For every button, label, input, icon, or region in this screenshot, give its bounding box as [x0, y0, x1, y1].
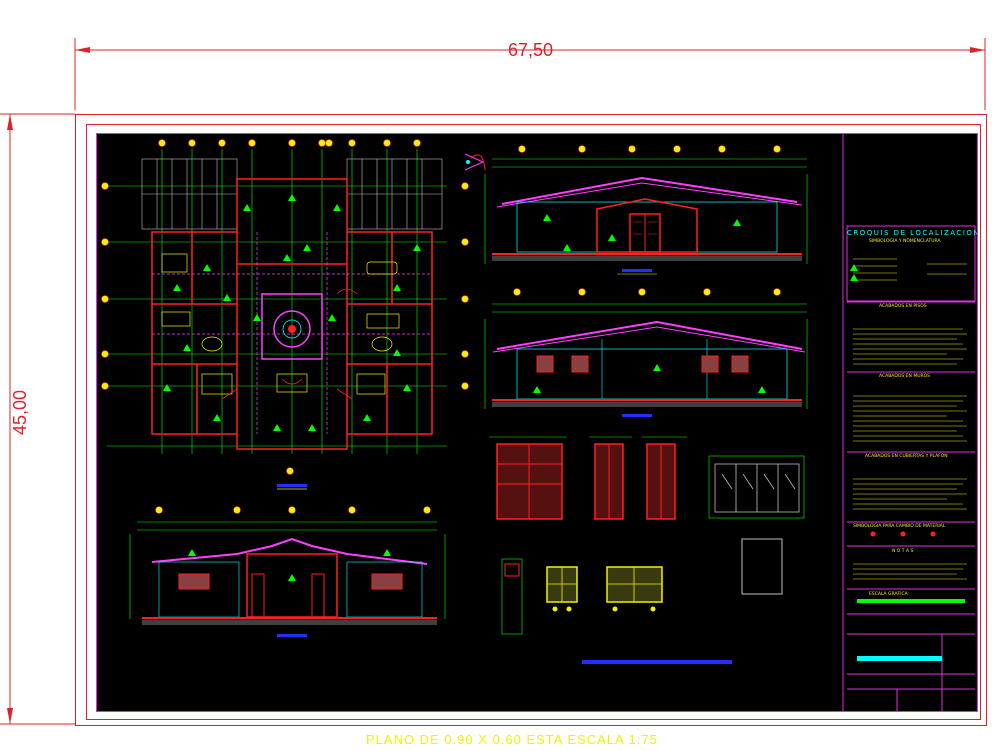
section-view: [129, 506, 446, 637]
roof-finishes-label: ACABADOS EN CUBIERTAS Y PLAFON: [865, 454, 948, 459]
location-sketch-title: CROQUIS DE LOCALIZACION: [847, 229, 978, 237]
change-symbology-label: SIMBOLOGIA PARA CAMBIO DE MATERIAL: [853, 524, 946, 529]
side-elevation: [484, 288, 808, 417]
notes-label: N O T A S: [892, 549, 914, 554]
floor-plan: [101, 139, 469, 490]
front-elevation: [484, 145, 808, 275]
height-dimension-label: 45,00: [10, 389, 31, 436]
north-arrow: [464, 153, 486, 171]
architectural-drawings: [101, 134, 976, 711]
sheet-scale-note: PLANO DE 0.90 X 0.60 ESTA ESCALA 1:75: [366, 732, 658, 747]
overall-height-dimension: [0, 113, 75, 725]
sheet-outer-border: [75, 114, 987, 726]
graphic-scale-label: ESCALA GRAFICA: [869, 592, 908, 597]
width-dimension-label: 67,50: [508, 40, 554, 60]
overall-width-dimension: [74, 38, 986, 110]
floor-finishes-label: ACABADOS EN PISOS: [879, 304, 927, 309]
location-sketch-subtitle: SIMBOLOGIA Y NOMENCLATURA: [869, 239, 941, 244]
drawing-area: CROQUIS DE LOCALIZACION SIMBOLOGIA Y NOM…: [96, 133, 978, 712]
wall-finishes-label: ACABADOS EN MUROS: [879, 374, 931, 379]
sheet-middle-border: [86, 124, 981, 720]
doors-detail: [489, 436, 805, 664]
title-block: [842, 134, 976, 711]
